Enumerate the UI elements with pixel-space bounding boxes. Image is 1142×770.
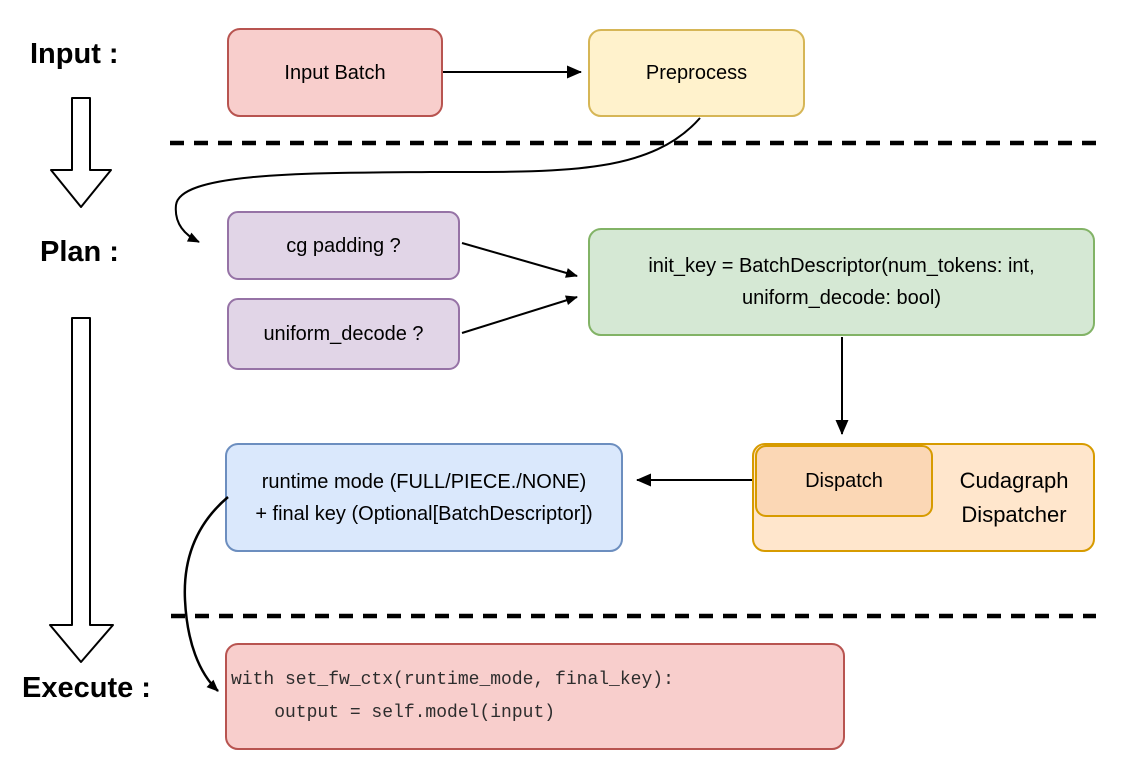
node-runtime-mode-line2: + final key (Optional[BatchDescriptor]) (255, 502, 593, 525)
section-label-execute: Execute : (22, 672, 151, 704)
node-runtime-mode: runtime mode (FULL/PIECE./NONE) + final … (225, 443, 623, 552)
execute-code-line2: output = self.model(input) (231, 702, 556, 723)
node-input-batch: Input Batch (227, 28, 443, 117)
node-preprocess: Preprocess (588, 29, 805, 117)
node-input-batch-label: Input Batch (284, 61, 386, 84)
node-uniform-decode: uniform_decode ? (227, 298, 460, 370)
node-dispatch: Dispatch (755, 445, 933, 517)
node-cg-padding-label: cg padding ? (286, 234, 401, 257)
node-dispatch-label: Dispatch (805, 470, 883, 492)
node-runtime-mode-line1: runtime mode (FULL/PIECE./NONE) (261, 470, 587, 493)
connector-cgpadding-initkey (461, 242, 578, 278)
node-execute-code: with set_fw_ctx(runtime_mode, final_key)… (225, 643, 845, 750)
dispatcher-label-line1: Cudagraph (959, 467, 1069, 493)
node-init-key: init_key = BatchDescriptor(num_tokens: i… (588, 228, 1095, 336)
node-uniform-decode-label: uniform_decode ? (263, 323, 424, 345)
connector-uniformdecode-initkey (461, 295, 578, 334)
plan-to-execute-arrow (49, 317, 114, 663)
section-label-input: Input : (30, 38, 119, 70)
node-cg-padding: cg padding ? (227, 211, 460, 280)
input-to-plan-arrow (50, 97, 112, 208)
node-cudagraph-dispatcher-label: Cudagraph Dispatcher (933, 443, 1095, 552)
dispatcher-label-line2: Dispatcher (961, 501, 1067, 527)
execute-code-line1: with set_fw_ctx(runtime_mode, final_key)… (231, 669, 674, 690)
node-init-key-line2: uniform_decode: bool) (741, 287, 941, 309)
connector-runtime-executecode (183, 496, 229, 692)
node-init-key-line1: init_key = BatchDescriptor(num_tokens: i… (648, 255, 1035, 277)
section-label-plan: Plan : (40, 236, 119, 268)
node-preprocess-label: Preprocess (645, 62, 748, 84)
